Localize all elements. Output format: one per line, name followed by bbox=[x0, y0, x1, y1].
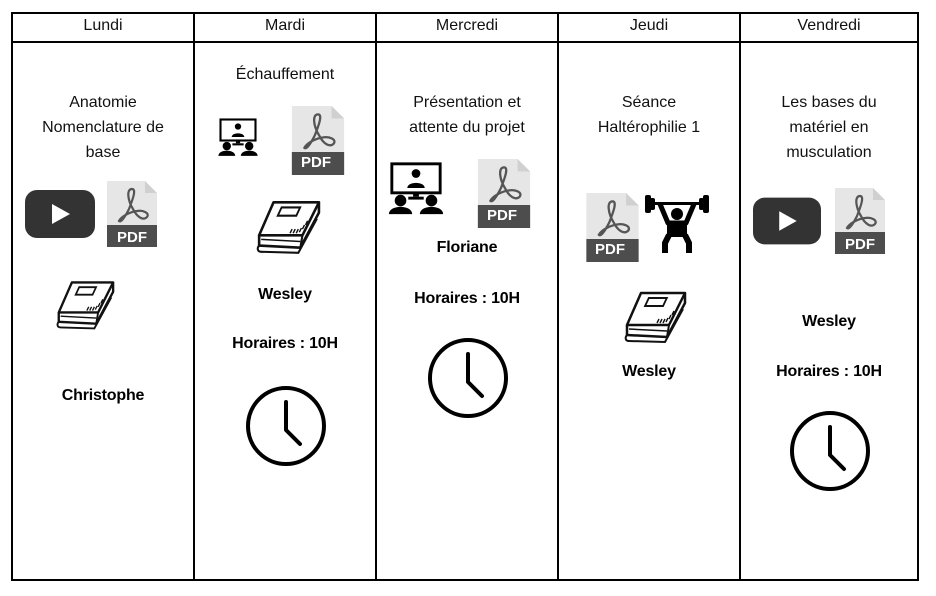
session-title-line: Nomenclature de bbox=[42, 119, 164, 136]
youtube-video-icon[interactable] bbox=[753, 197, 821, 245]
session-title-line: Les bases du bbox=[781, 94, 877, 111]
book-icon[interactable] bbox=[55, 278, 115, 330]
column-divider bbox=[557, 14, 559, 579]
session-title: Les bases du matériel en musculation bbox=[741, 90, 917, 165]
day-cell-mardi: Échauffement PDF Wesley Horaires : 10H bbox=[195, 43, 375, 579]
session-title-line: base bbox=[85, 144, 121, 161]
weightlifting-icon bbox=[645, 191, 709, 255]
pdf-label: PDF bbox=[595, 241, 625, 258]
pdf-label: PDF bbox=[117, 229, 147, 246]
header-lundi: Lundi bbox=[83, 17, 123, 34]
session-title-line: Anatomie bbox=[69, 94, 137, 111]
video-conference-icon[interactable] bbox=[217, 117, 259, 157]
session-title-line: Séance bbox=[621, 94, 677, 111]
column-divider bbox=[739, 14, 741, 579]
schedule-time: Horaires : 10H bbox=[414, 290, 520, 307]
schedule-time: Horaires : 10H bbox=[232, 335, 338, 352]
instructor-name: Christophe bbox=[61, 387, 145, 404]
clock-icon bbox=[244, 384, 328, 468]
video-conference-icon[interactable] bbox=[387, 157, 445, 219]
session-title: Séance Haltérophilie 1 bbox=[559, 90, 739, 140]
session-title: Anatomie Nomenclature de base bbox=[13, 90, 193, 165]
schedule-time: Horaires : 10H bbox=[776, 363, 882, 380]
session-title-line: Présentation et bbox=[413, 94, 521, 111]
header-vendredi: Vendredi bbox=[797, 17, 861, 34]
session-title-line: Haltérophilie 1 bbox=[597, 119, 701, 136]
column-divider bbox=[375, 14, 377, 579]
session-title: Présentation et attente du projet bbox=[377, 90, 557, 140]
pdf-file-icon[interactable]: PDF bbox=[477, 159, 531, 228]
day-cell-lundi: Anatomie Nomenclature de base PDF Christ… bbox=[13, 43, 193, 579]
pdf-label: PDF bbox=[301, 154, 331, 171]
instructor-name: Floriane bbox=[436, 239, 498, 256]
day-cell-vendredi: Les bases du matériel en musculation PDF… bbox=[741, 43, 917, 579]
pdf-label: PDF bbox=[845, 236, 875, 253]
book-icon[interactable] bbox=[623, 288, 687, 344]
pdf-file-icon[interactable]: PDF bbox=[585, 193, 640, 262]
pdf-file-icon[interactable]: PDF bbox=[835, 188, 885, 254]
session-title-line: attente du projet bbox=[409, 119, 525, 136]
book-icon[interactable] bbox=[255, 198, 321, 254]
instructor-name: Wesley bbox=[622, 363, 676, 380]
session-title-line: matériel en bbox=[789, 119, 869, 136]
instructor-name: Wesley bbox=[258, 286, 312, 303]
weekly-schedule-table: Lundi Mardi Mercredi Jeudi Vendredi Anat… bbox=[11, 12, 919, 581]
pdf-file-icon[interactable]: PDF bbox=[107, 181, 157, 247]
session-title: Échauffement bbox=[195, 62, 375, 87]
header-mardi: Mardi bbox=[264, 17, 305, 34]
day-cell-jeudi: Séance Haltérophilie 1 PDF Wesley bbox=[559, 43, 739, 579]
column-divider bbox=[193, 14, 195, 579]
header-jeudi: Jeudi bbox=[629, 17, 669, 34]
pdf-file-icon[interactable]: PDF bbox=[291, 106, 345, 175]
session-title-line: musculation bbox=[786, 144, 872, 161]
clock-icon bbox=[788, 409, 872, 493]
header-row: Lundi Mardi Mercredi Jeudi Vendredi bbox=[13, 14, 917, 43]
pdf-label: PDF bbox=[487, 207, 517, 224]
instructor-name: Wesley bbox=[802, 313, 856, 330]
youtube-video-icon[interactable] bbox=[25, 190, 95, 238]
clock-icon bbox=[426, 336, 510, 420]
session-title-line: Échauffement bbox=[235, 66, 335, 83]
header-mercredi: Mercredi bbox=[435, 17, 499, 34]
day-cell-mercredi: Présentation et attente du projet PDF Fl… bbox=[377, 43, 557, 579]
